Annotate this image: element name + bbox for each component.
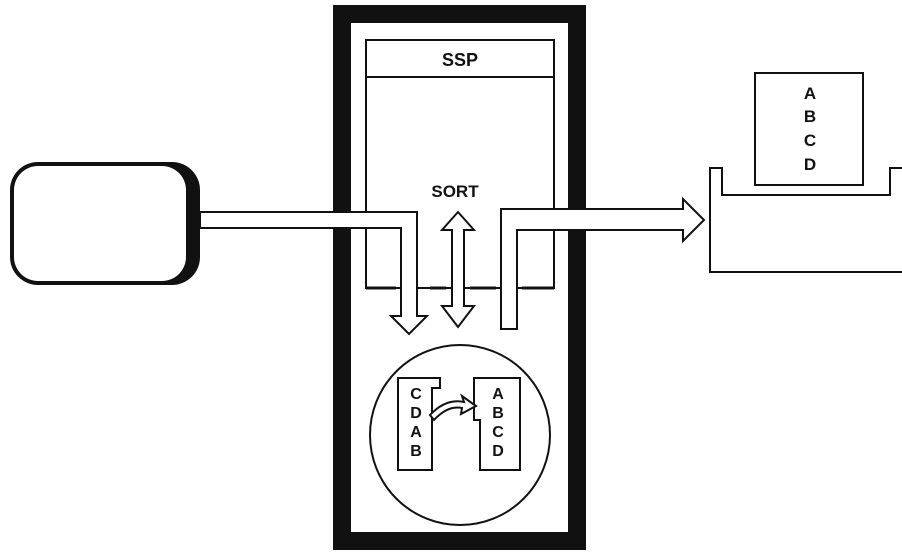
- sort-curve-arrow: [428, 393, 478, 422]
- unsorted-record-2: D: [410, 405, 422, 422]
- printed-record-3: C: [804, 131, 816, 150]
- printed-record-2: B: [804, 107, 816, 126]
- sort-label: SORT: [431, 182, 479, 201]
- printer: [709, 72, 902, 273]
- unsorted-record-1: C: [410, 386, 422, 403]
- display-terminal: [10, 162, 200, 285]
- sort-exchange-arrow: [439, 210, 477, 329]
- sorted-record-4: D: [492, 443, 504, 460]
- ssp-label: SSP: [442, 50, 478, 70]
- printed-record-4: D: [804, 155, 816, 174]
- unsorted-record-3: A: [410, 424, 422, 441]
- sorted-record-3: C: [492, 424, 504, 441]
- output-arrow: [500, 196, 706, 330]
- sorted-records-card: [473, 377, 521, 471]
- sorted-record-1: A: [492, 386, 504, 403]
- unsorted-record-4: B: [410, 443, 422, 460]
- printed-record-1: A: [804, 84, 816, 103]
- sorted-record-2: B: [492, 405, 504, 422]
- input-arrow: [199, 211, 430, 336]
- printed-report-paper: [754, 72, 864, 186]
- unsorted-records-card: [397, 377, 441, 471]
